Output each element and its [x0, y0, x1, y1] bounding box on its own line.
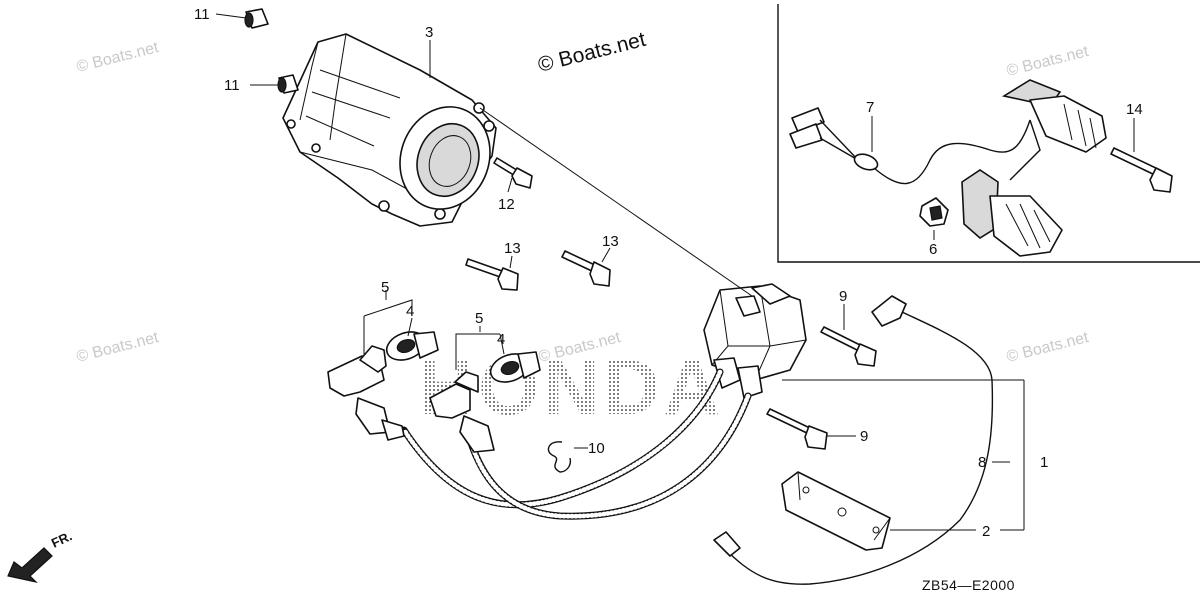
watermark-mid-left: © Boats.net — [75, 329, 161, 366]
callout-11-lower: 11 — [224, 77, 240, 94]
callout-2: 2 — [982, 523, 990, 540]
callout-3: 3 — [425, 24, 433, 41]
leader-lines — [215, 13, 1135, 531]
wire-part-8 — [713, 295, 994, 585]
bolt-part-12 — [493, 157, 533, 189]
callout-11-top: 11 — [194, 6, 210, 23]
ignition-cables — [400, 368, 752, 520]
bolt-part-13-right — [561, 250, 611, 287]
inset-harness-part-7 — [789, 107, 1041, 185]
callout-1: 1 — [1040, 454, 1048, 471]
callout-13-left: 13 — [504, 240, 521, 257]
bolt-part-13-left — [465, 258, 519, 291]
inset-bolt-part-14 — [1110, 147, 1173, 193]
callout-5-left: 5 — [381, 279, 389, 296]
watermark-mid-right: © Boats.net — [1005, 329, 1091, 366]
callout-12: 12 — [498, 196, 515, 213]
inset-clip-part-6 — [919, 197, 949, 227]
callout-9-upper: 9 — [839, 288, 847, 305]
clip-part-10 — [547, 441, 572, 473]
callout-9-lower: 9 — [860, 428, 868, 445]
callout-14: 14 — [1126, 101, 1143, 118]
grommet-part-4-right — [489, 351, 541, 383]
grommet-part-4-left — [385, 331, 439, 361]
collar-part-11-lower — [277, 74, 299, 94]
bolt-part-9-lower — [766, 408, 828, 450]
plug-cap-part-5-left — [327, 345, 405, 441]
plug-cap-part-5-right — [429, 371, 495, 453]
module-part-2 — [781, 471, 891, 551]
watermark-top-left: © Boats.net — [75, 39, 161, 76]
bolt-part-9-upper — [820, 326, 877, 367]
collar-part-11-top — [244, 8, 269, 29]
housing-part-3 — [282, 33, 497, 227]
callout-13-right: 13 — [602, 233, 619, 250]
front-indicator-label: FR. — [49, 528, 74, 550]
watermark-top-right: © Boats.net — [1005, 43, 1091, 80]
diagram-code: ZB54—E2000 — [922, 577, 1015, 593]
inset-pickup-upper — [1001, 79, 1107, 153]
watermark-top-center: © Boats.net — [536, 28, 648, 77]
callout-4-right: 4 — [497, 331, 505, 348]
inset-pickup-lower — [961, 169, 1063, 257]
front-arrow-icon — [7, 547, 53, 584]
callout-4-left: 4 — [406, 303, 414, 320]
callout-6: 6 — [929, 241, 937, 258]
callout-10: 10 — [588, 440, 605, 457]
callout-5-right: 5 — [475, 310, 483, 327]
ignition-coil-part-1 — [703, 283, 807, 399]
inset-box — [777, 4, 1200, 263]
callout-8: 8 — [978, 454, 986, 471]
callout-7: 7 — [866, 99, 874, 116]
